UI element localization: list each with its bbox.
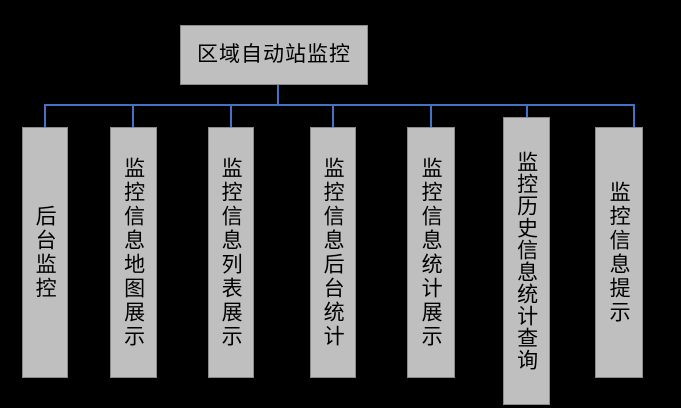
connector-drop-5 — [430, 104, 432, 127]
child-node-3-label: 监控信息列表展示 — [219, 156, 244, 349]
child-node-5[interactable]: 监控信息统计展示 — [407, 127, 455, 378]
child-node-5-label: 监控信息统计展示 — [419, 156, 444, 349]
connector-drop-6 — [526, 104, 528, 117]
connector-drop-3 — [230, 104, 232, 127]
child-node-7-label: 监控信息提示 — [607, 180, 632, 325]
connector-drop-2 — [132, 104, 134, 127]
connector-root-stem — [277, 85, 279, 105]
child-node-3[interactable]: 监控信息列表展示 — [208, 127, 254, 378]
root-node-label: 区域自动站监控 — [197, 42, 351, 67]
child-node-1-label: 后台监控 — [33, 204, 58, 301]
child-node-6[interactable]: 监控历史信息统计查询 — [503, 117, 550, 405]
child-node-1[interactable]: 后台监控 — [22, 127, 68, 378]
connector-drop-7 — [633, 104, 635, 127]
connector-drop-4 — [332, 104, 334, 127]
child-node-7[interactable]: 监控信息提示 — [595, 127, 643, 378]
child-node-4-label: 监控信息后台统计 — [321, 156, 346, 349]
child-node-4[interactable]: 监控信息后台统计 — [310, 127, 356, 378]
connector-horizontal-bus — [44, 104, 635, 106]
child-node-2-label: 监控信息地图展示 — [121, 156, 146, 349]
connector-drop-1 — [44, 104, 46, 127]
child-node-2[interactable]: 监控信息地图展示 — [110, 127, 157, 378]
root-node[interactable]: 区域自动站监控 — [180, 25, 368, 85]
child-node-6-label: 监控历史信息统计查询 — [514, 151, 539, 371]
